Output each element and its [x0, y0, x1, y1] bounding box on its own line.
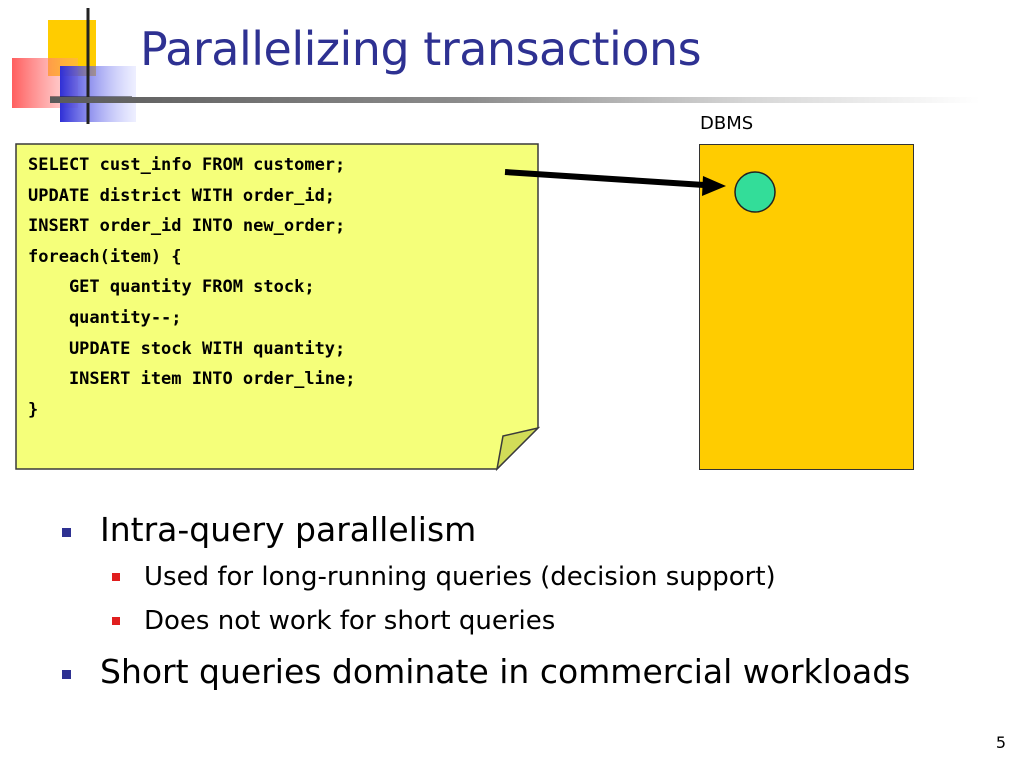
code-line: quantity--;: [28, 307, 182, 328]
code-line: GET quantity FROM stock;: [28, 277, 315, 298]
bullet-text: Intra-query parallelism: [100, 510, 477, 549]
sub-bullet-text: Does not work for short queries: [144, 606, 556, 636]
code-line: INSERT item INTO order_line;: [28, 369, 356, 390]
code-block: SELECT cust_info FROM customer; UPDATE d…: [28, 150, 356, 425]
code-line: SELECT cust_info FROM customer;: [28, 155, 346, 175]
code-line: }: [28, 399, 39, 420]
code-note: SELECT cust_info FROM customer; UPDATE d…: [15, 143, 540, 471]
dbms-label: DBMS: [700, 113, 754, 134]
code-line: foreach(item) {: [28, 246, 182, 267]
bullet-marker: [62, 528, 71, 537]
page-number: 5: [995, 733, 1006, 752]
bullet-marker: [62, 670, 71, 679]
sub-bullet-marker: [112, 573, 120, 581]
arrow-line: [504, 169, 705, 188]
dbms-box: [699, 144, 914, 470]
code-line: UPDATE stock WITH quantity;: [28, 338, 346, 359]
sub-bullet-marker: [112, 617, 120, 625]
bullet-item: Short queries dominate in commercial wor…: [62, 647, 910, 697]
code-line: INSERT order_id INTO new_order;: [28, 216, 346, 237]
arrow-head: [702, 176, 726, 196]
slide-title: Parallelizing transactions: [140, 22, 702, 76]
sub-bullet-text: Used for long-running queries (decision …: [144, 562, 776, 592]
title-divider: [50, 97, 980, 103]
bullet-item: Intra-query parallelism: [62, 505, 476, 555]
bullet-text: Short queries dominate in commercial wor…: [100, 652, 911, 691]
code-line: UPDATE district WITH order_id;: [28, 185, 336, 206]
transaction-circle: [734, 171, 776, 213]
bullet-list: Intra-query parallelism Used for long-ru…: [62, 505, 910, 697]
